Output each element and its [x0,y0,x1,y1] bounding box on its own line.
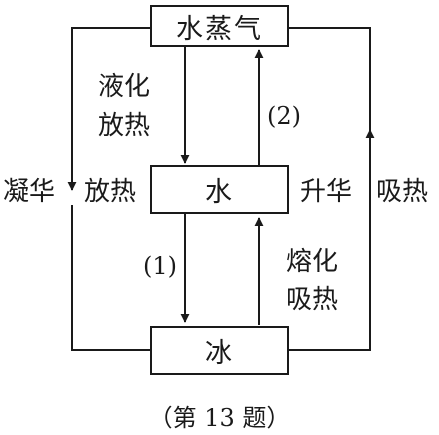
label-deposition-heat: 放热 [84,177,137,207]
label-liquefaction-heat: 放热 [98,111,151,141]
label-sublimation-heat: 吸热 [376,177,429,207]
arrow-deposition-lower [71,205,153,351]
label-liquefaction: 液化 [98,72,151,102]
label-melting: 熔化 [286,247,339,277]
label-melting-heat: 吸热 [286,285,339,315]
node-water: 水 [150,165,289,214]
arrow-sublimation-upper [289,27,371,135]
node-vapor-label: 水蒸气 [176,13,263,45]
arrow-deposition-path [67,27,150,191]
node-water-label: 水 [205,177,234,208]
node-ice-label: 冰 [205,338,234,369]
figure-caption: （第 13 题） [148,404,291,432]
label-deposition: 凝华 [3,177,56,207]
node-vapor: 水蒸气 [150,5,289,47]
label-marker-2: (2) [267,102,301,130]
arrow-sublimation-path [289,129,375,351]
node-ice: 冰 [150,326,289,375]
label-sublimation: 升华 [300,177,353,207]
label-marker-1: (1) [143,252,177,280]
